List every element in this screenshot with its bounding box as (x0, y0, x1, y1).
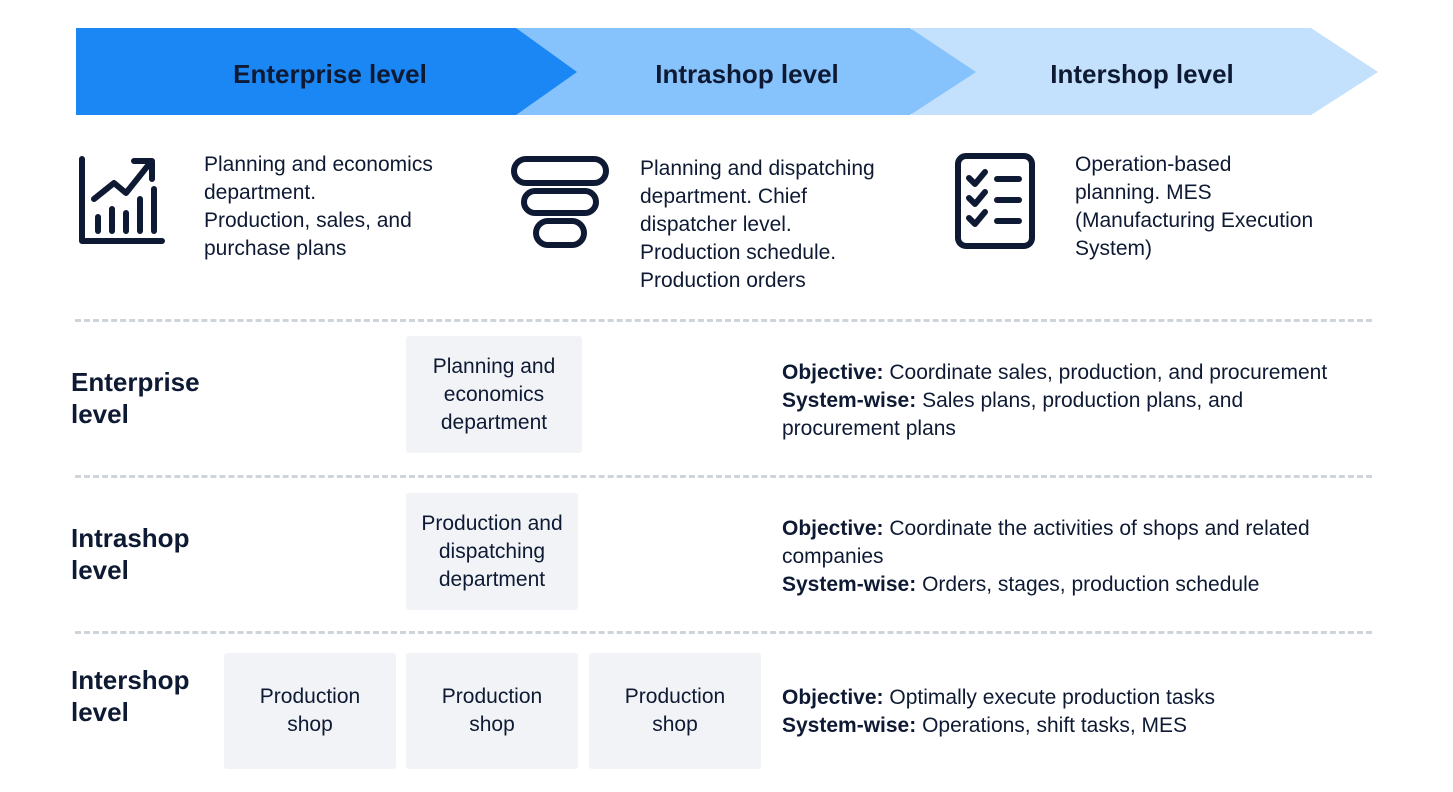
row-objective-intrashop: Objective: Coordinate the activities of … (782, 515, 1382, 599)
department-box: Production and dispatching department (406, 493, 578, 610)
system-text: Orders, stages, production schedule (922, 573, 1260, 596)
system-line: System-wise: Orders, stages, production … (782, 571, 1382, 599)
row-divider (75, 631, 1372, 634)
row-divider (75, 475, 1372, 478)
objective-label: Objective: (782, 361, 884, 384)
chevron-intrashop (516, 28, 976, 115)
chevron-label-intrashop: Intrashop level (655, 59, 839, 89)
objective-text: Optimally execute production tasks (889, 686, 1216, 709)
objective-label: Objective: (782, 686, 884, 709)
system-label: System-wise: (782, 389, 917, 412)
column-description-intrashop: Planning and dispatching department. Chi… (640, 157, 875, 292)
column-description-enterprise: Planning and economics department. Produ… (204, 153, 433, 260)
objective-line: Objective: Coordinate the activities of … (782, 515, 1352, 571)
production-shop-box: Production shop (224, 653, 396, 769)
column-description-intershop: Operation-based planning. MES (Manufactu… (1075, 153, 1314, 260)
system-text: Sales plans, production plans, and procu… (782, 389, 1244, 440)
system-line: System-wise: Sales plans, production pla… (782, 387, 1282, 443)
system-text: Operations, shift tasks, MES (922, 714, 1188, 737)
system-line: System-wise: Operations, shift tasks, ME… (782, 712, 1382, 740)
row-divider (75, 319, 1372, 322)
production-shop-box: Production shop (589, 653, 761, 769)
department-box: Planning and economics department (406, 336, 582, 453)
objective-line: Objective: Coordinate sales, production,… (782, 359, 1382, 387)
row-title-intrashop: Intrashop level (71, 523, 190, 585)
row-title-enterprise: Enterprise level (71, 367, 200, 429)
row-title-intershop: Intershop level (71, 665, 190, 727)
chevron-label-enterprise: Enterprise level (233, 59, 427, 89)
objective-line: Objective: Optimally execute production … (782, 684, 1382, 712)
chevron-intershop (912, 28, 1378, 115)
checklist-icon (955, 153, 1035, 249)
row-objective-intershop: Objective: Optimally execute production … (782, 684, 1382, 740)
system-label: System-wise: (782, 714, 917, 737)
row-objective-enterprise: Objective: Coordinate sales, production,… (782, 359, 1382, 443)
objective-text: Coordinate the activities of shops and r… (782, 517, 1310, 568)
objective-text: Coordinate sales, production, and procur… (889, 361, 1328, 384)
stacked-layers-icon (511, 156, 609, 248)
chevron-enterprise (76, 28, 577, 115)
chevron-label-intershop: Intershop level (1050, 59, 1234, 89)
production-shop-box: Production shop (406, 653, 578, 769)
level-chevron-bar (76, 28, 1378, 115)
system-label: System-wise: (782, 573, 917, 596)
growth-chart-icon (79, 156, 165, 244)
objective-label: Objective: (782, 517, 884, 540)
